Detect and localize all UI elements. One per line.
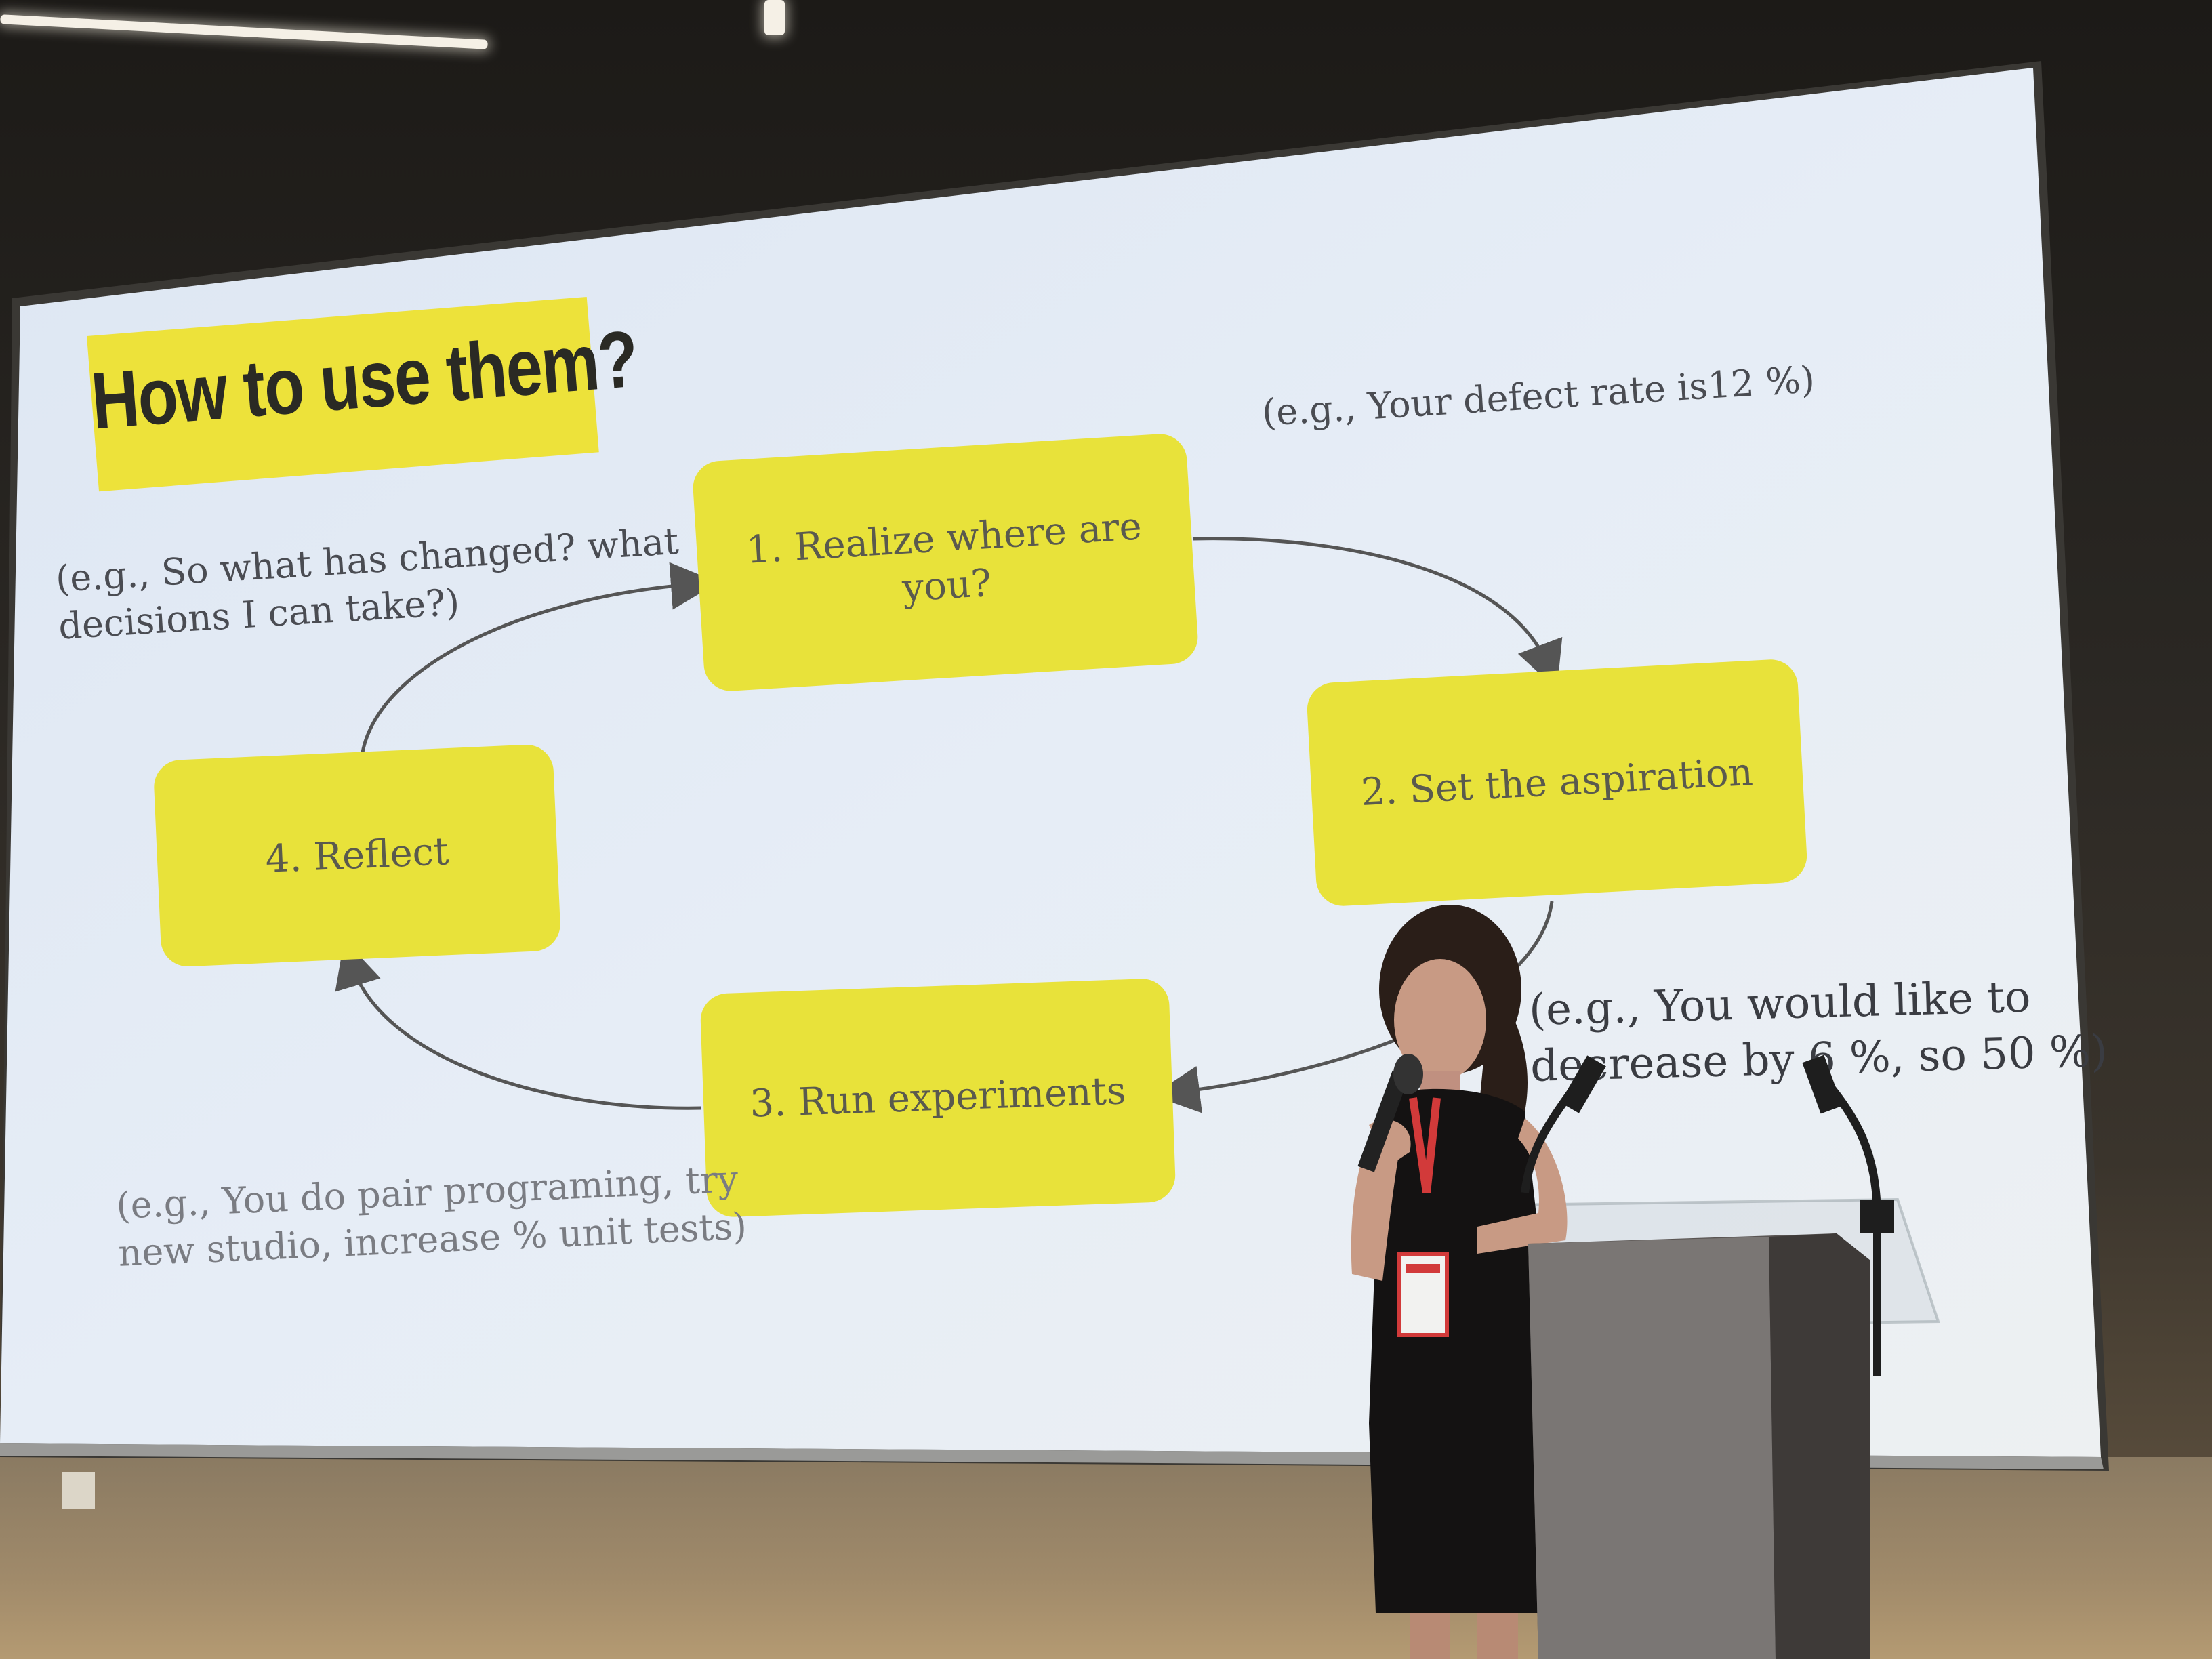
podium [1528,1233,1870,1659]
wall-outlet [62,1472,95,1509]
arrow-1-to-2 [1192,537,1563,690]
handheld-microphone [1357,1054,1423,1172]
arrow-3-to-4 [335,939,702,1110]
ceiling-light-center [764,0,785,35]
arrow-4-to-1 [361,562,718,753]
presenter [1351,905,1568,1659]
